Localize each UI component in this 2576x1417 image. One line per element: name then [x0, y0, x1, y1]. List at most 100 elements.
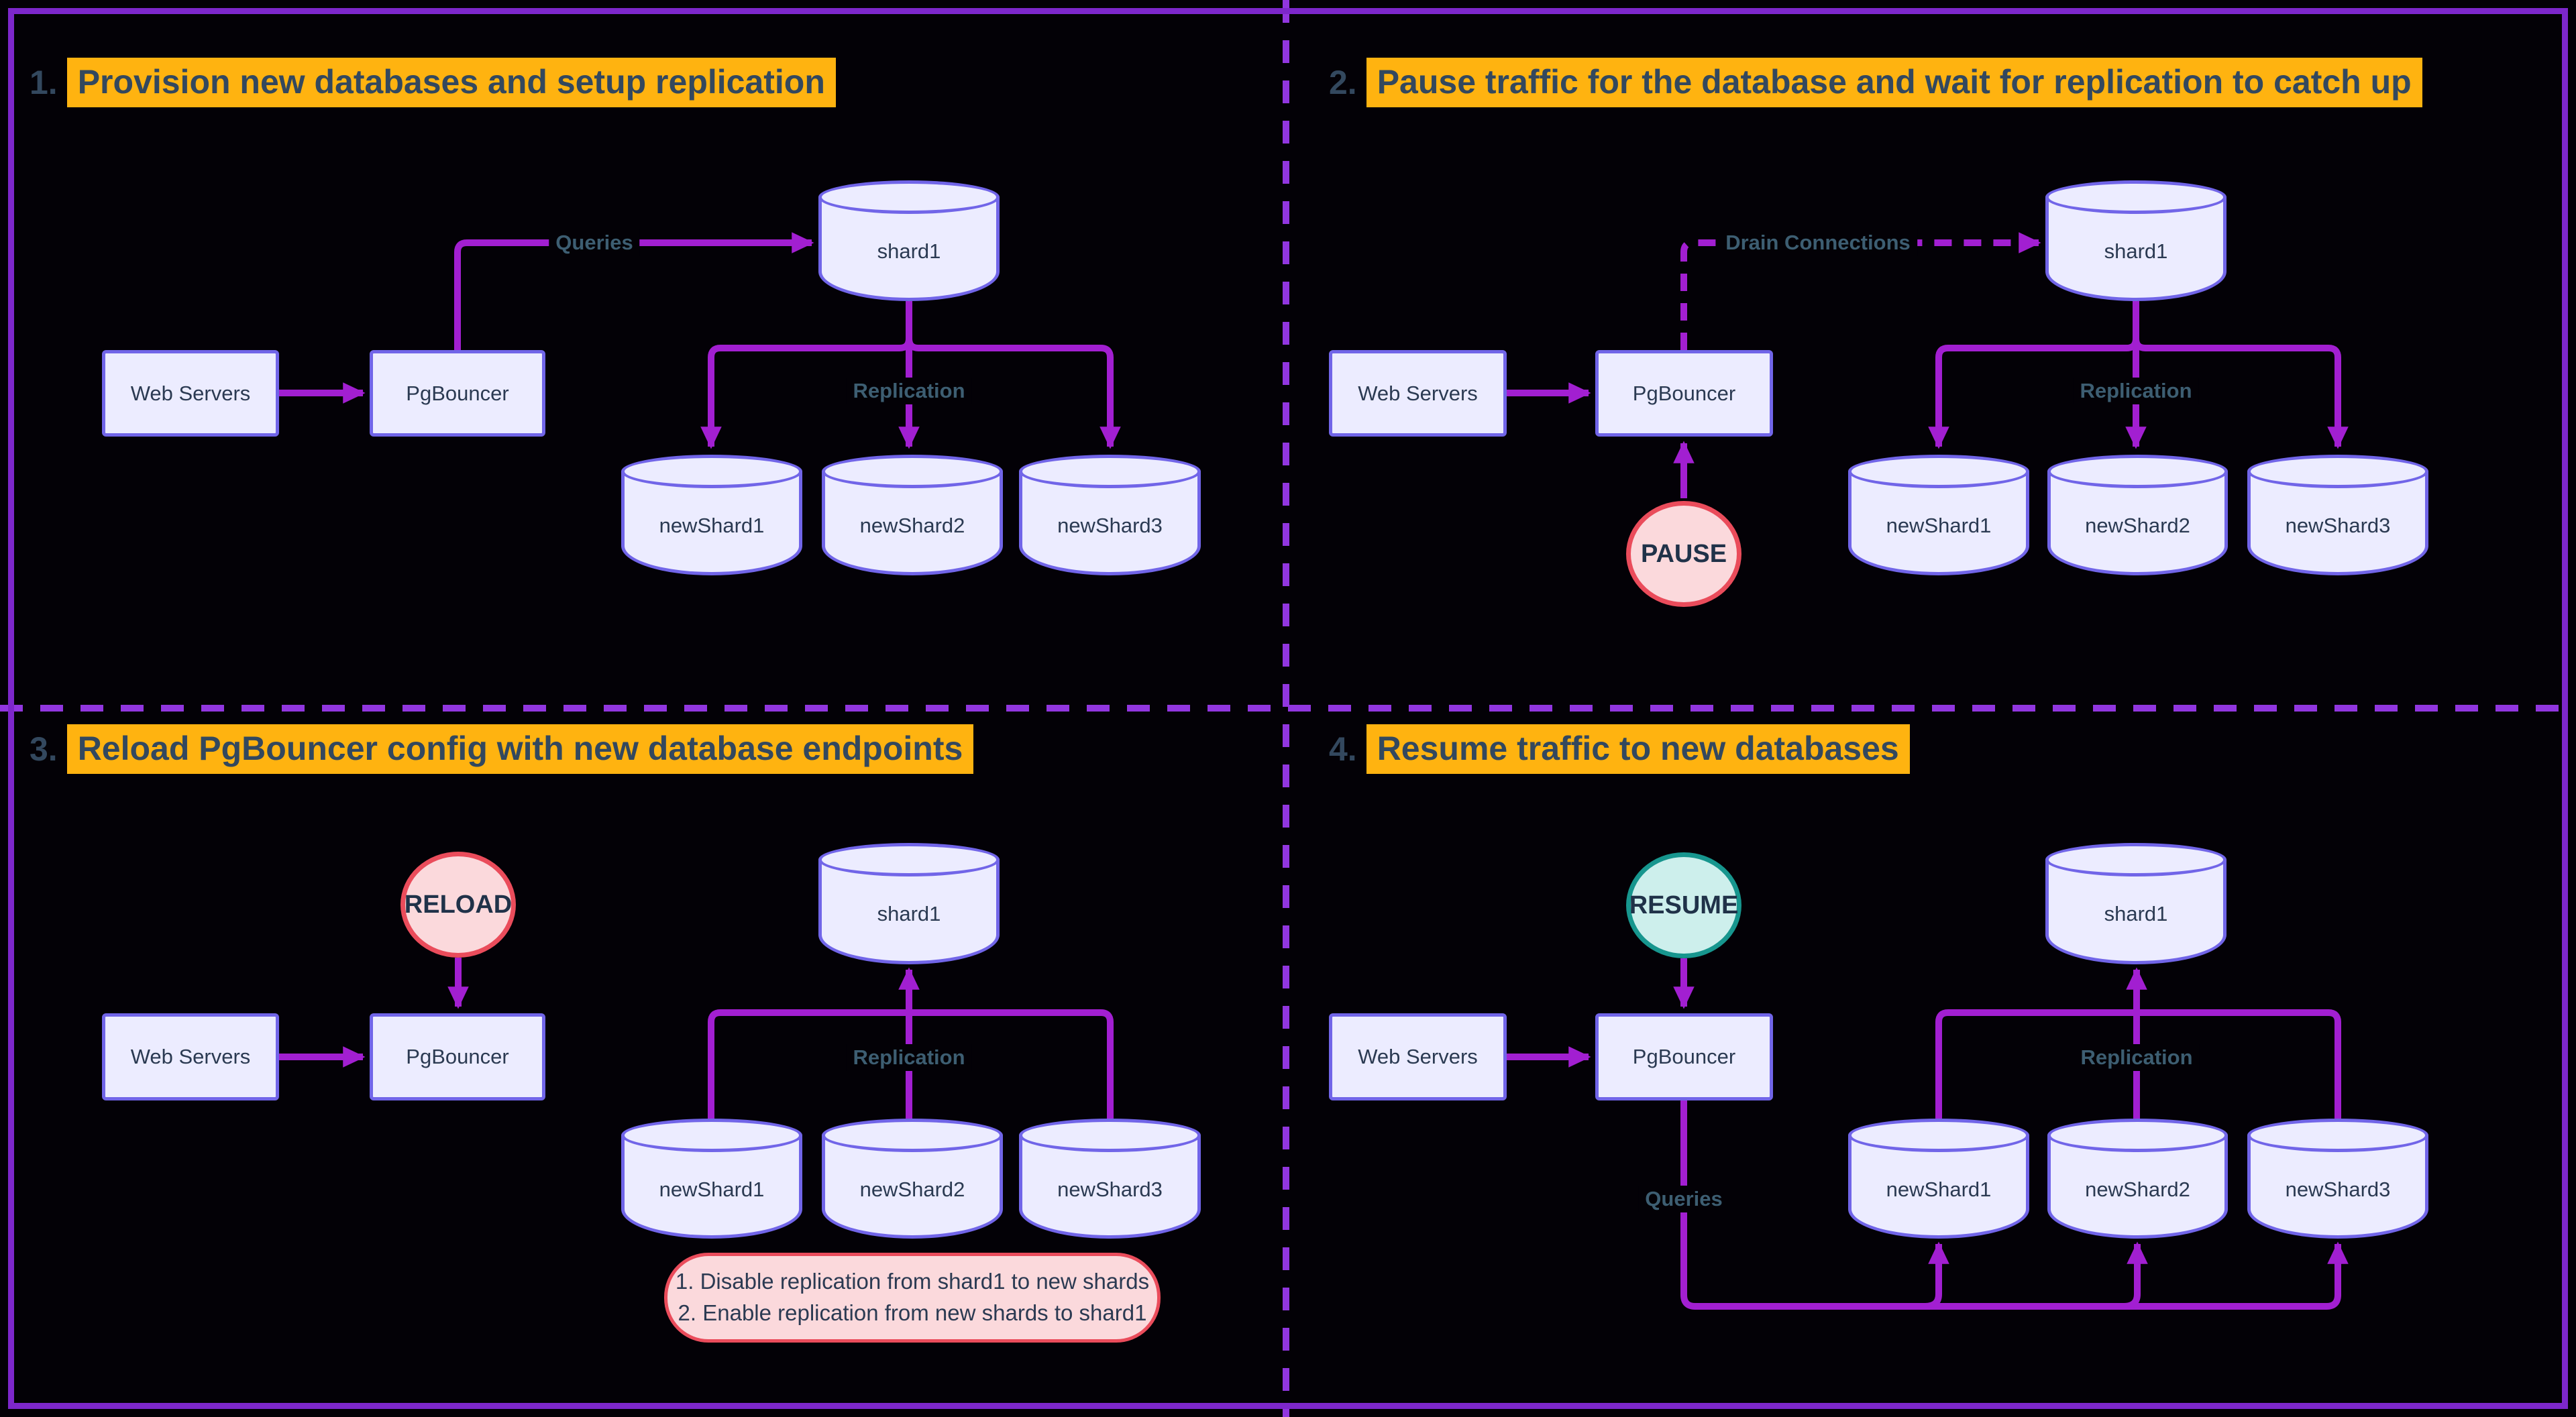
web-servers-label: Web Servers [1358, 1045, 1478, 1068]
edge-drain-connections-dashed [1680, 232, 2041, 350]
new-shard2-label: newShard2 [2085, 514, 2190, 537]
cylinder-body [822, 1135, 1003, 1239]
edge-queries-loop [1680, 1100, 2349, 1310]
cylinder-top [1848, 1119, 2029, 1152]
edges-step-2 [1507, 232, 2349, 498]
new-shard3-label: newShard3 [2285, 1178, 2391, 1201]
step-number: 3. [30, 730, 58, 768]
cylinder-body [822, 471, 1003, 575]
replication-edge-label: Replication [2073, 378, 2199, 404]
resume-label: RESUME [1629, 891, 1739, 919]
pgbouncer-label: PgBouncer [406, 381, 509, 405]
new-shard2-database-cylinder: newShard2 [822, 455, 1003, 575]
replication-edge-label: Replication [2074, 1044, 2200, 1071]
cylinder-body [621, 471, 802, 575]
cylinder-top [2247, 1119, 2428, 1152]
cylinder-top [1019, 455, 1201, 488]
step-title: 4. Resume traffic to new databases [1329, 724, 1910, 774]
new-shard1-database-cylinder: newShard1 [621, 1119, 802, 1239]
web-servers-node: Web Servers [102, 350, 279, 437]
step-title: 1. Provision new databases and setup rep… [30, 58, 836, 107]
cylinder-body [1848, 471, 2029, 575]
step-number: 2. [1329, 64, 1357, 101]
new-shard1-database-cylinder: newShard1 [1848, 1119, 2029, 1239]
new-shard2-database-cylinder: newShard2 [822, 1119, 1003, 1239]
cylinder-body [1019, 471, 1201, 575]
drain-connections-edge-label: Drain Connections [1719, 229, 1917, 256]
edge-replication-right [2137, 1009, 2341, 1119]
pause-node: PAUSE [1626, 501, 1741, 607]
shard1-database-cylinder: shard1 [2045, 180, 2226, 301]
cylinder-top [2247, 455, 2428, 488]
shard1-label: shard1 [2104, 902, 2168, 925]
new-shard3-database-cylinder: newShard3 [1019, 455, 1201, 575]
edge-replication-left [1935, 1009, 2137, 1119]
new-shard2-database-cylinder: newShard2 [2047, 455, 2228, 575]
cylinder-body [818, 860, 1000, 964]
quadrant-step-3: 3. Reload PgBouncer config with new data… [0, 709, 1288, 1417]
pgbouncer-node: PgBouncer [1595, 350, 1773, 437]
pgbouncer-label: PgBouncer [1632, 1045, 1736, 1068]
cylinder-top [818, 843, 1000, 876]
new-shard1-label: newShard1 [659, 1178, 765, 1201]
new-shard3-label: newShard3 [1057, 1178, 1163, 1201]
cylinder-body [2247, 1135, 2428, 1239]
cylinder-top [822, 1119, 1003, 1152]
quadrant-divider-vertical [1283, 0, 1289, 1417]
queries-edge-label: Queries [549, 229, 640, 256]
new-shard3-database-cylinder: newShard3 [2247, 1119, 2428, 1239]
step-number: 4. [1329, 730, 1357, 768]
cylinder-body [1019, 1135, 1201, 1239]
shard1-database-cylinder: shard1 [818, 180, 1000, 301]
replication-edge-label: Replication [846, 1044, 972, 1071]
step-title-highlight: Resume traffic to new databases [1366, 724, 1910, 774]
cylinder-body [2045, 860, 2226, 964]
new-shard2-label: newShard2 [859, 514, 965, 537]
cylinder-body [621, 1135, 802, 1239]
web-servers-node: Web Servers [1329, 350, 1507, 437]
edge-queries-pgbouncer-shard1 [454, 232, 814, 350]
quadrant-step-2: 2. Pause traffic for the database and wa… [1288, 0, 2576, 708]
edge-replication-left [1928, 301, 2139, 449]
resume-node: RESUME [1626, 852, 1741, 958]
pgbouncer-node: PgBouncer [370, 1013, 545, 1100]
step-title: 3. Reload PgBouncer config with new data… [30, 724, 974, 774]
pause-label: PAUSE [1640, 539, 1727, 568]
quadrant-step-1: 1. Provision new databases and setup rep… [0, 0, 1288, 708]
pgbouncer-label: PgBouncer [406, 1045, 509, 1068]
new-shard1-database-cylinder: newShard1 [621, 455, 802, 575]
step-title-highlight: Pause traffic for the database and wait … [1366, 58, 2422, 107]
reload-node: RELOAD [400, 852, 516, 958]
cylinder-body [2047, 1135, 2228, 1239]
cylinder-top [2047, 455, 2228, 488]
edge-replication-right [906, 301, 1121, 449]
cylinder-body [2045, 197, 2226, 301]
edges-step-1 [279, 232, 1121, 449]
edge-replication-left [708, 1009, 909, 1119]
note-line-2: 2. Enable replication from new shards to… [678, 1300, 1147, 1325]
edges-step-3 [279, 958, 1114, 1119]
edge-queries-branch-newshard1 [1925, 1241, 1949, 1310]
web-servers-label: Web Servers [1358, 381, 1478, 405]
note-line-1: 1. Disable replication from shard1 to ne… [675, 1269, 1150, 1294]
cylinder-top [822, 455, 1003, 488]
new-shard1-label: newShard1 [659, 514, 765, 537]
cylinder-top [1848, 455, 2029, 488]
new-shard2-database-cylinder: newShard2 [2047, 1119, 2228, 1239]
new-shard1-label: newShard1 [1886, 514, 1992, 537]
edge-queries-branch-newshard2 [2123, 1241, 2148, 1310]
web-servers-node: Web Servers [1329, 1013, 1507, 1100]
queries-edge-label: Queries [1638, 1186, 1729, 1212]
cylinder-top [818, 180, 1000, 214]
new-shard2-label: newShard2 [2085, 1178, 2190, 1201]
replication-edge-label: Replication [846, 378, 972, 404]
new-shard2-label: newShard2 [859, 1178, 965, 1201]
cylinder-top [2047, 1119, 2228, 1152]
pgbouncer-node: PgBouncer [370, 350, 545, 437]
cylinder-top [2045, 843, 2226, 876]
edge-replication-right [909, 1009, 1114, 1119]
cylinder-top [621, 455, 802, 488]
quadrant-step-4: 4. Resume traffic to new databases RESUM… [1288, 709, 2576, 1417]
new-shard3-database-cylinder: newShard3 [1019, 1119, 1201, 1239]
shard1-database-cylinder: shard1 [2045, 843, 2226, 964]
